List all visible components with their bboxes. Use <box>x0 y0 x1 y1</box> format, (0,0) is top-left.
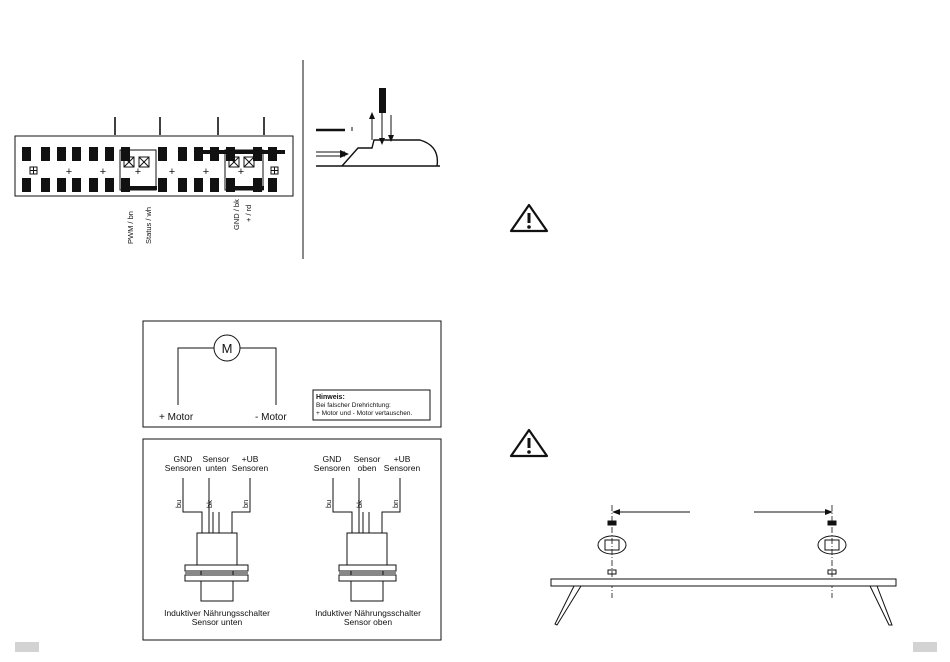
sensor-right: GND Sensoren Sensor oben +UB Sensoren bu… <box>314 454 421 627</box>
connector-insertion-diagram <box>316 88 440 167</box>
plus-sign: + <box>100 166 106 178</box>
gnd-label: GND <box>323 454 342 464</box>
ub-label: +UB <box>242 454 259 464</box>
plus-sign: + <box>238 166 244 178</box>
sensor-label: unten <box>205 463 227 473</box>
ub-label: Sensoren <box>384 463 421 473</box>
page-marker-left <box>15 642 39 652</box>
plus-sign: + <box>169 166 175 178</box>
label-status: Status / wh <box>144 207 153 244</box>
sensor-label: Sensor <box>354 454 381 464</box>
sensor-caption: Sensor unten <box>192 617 243 627</box>
wire-label-bu: bu <box>174 500 183 508</box>
wire-label-bn: bn <box>241 500 250 508</box>
warning-triangle-icon <box>509 203 549 233</box>
plus-motor-label: + Motor <box>159 412 194 423</box>
motor-symbol: M <box>222 341 233 356</box>
hint-title: Hinweis: <box>316 394 345 401</box>
sensor-label: Sensor <box>203 454 230 464</box>
hint-box <box>312 389 431 421</box>
terminal-block-diagram: + + + + + + PWM / bn Status / wh GND / b… <box>14 117 294 244</box>
hint-line-1: Bei falscher Drehrichtung: <box>316 402 391 409</box>
motor-wiring-box: M + Motor - Motor Hinweis: Bei falscher … <box>142 320 442 428</box>
plus-sign: + <box>66 166 72 178</box>
sensor-caption: Induktiver Nährungsschalter <box>164 608 270 618</box>
gnd-label: Sensoren <box>165 463 202 473</box>
wire-label-bk: bk <box>205 500 214 508</box>
label-gnd: GND / bk <box>232 199 241 230</box>
plus-sign: + <box>203 166 209 178</box>
wire-label-bn: bn <box>391 500 400 508</box>
warning-triangle-icon <box>509 428 549 458</box>
ub-label: +UB <box>394 454 411 464</box>
gnd-label: GND <box>174 454 193 464</box>
terminal-plus-signs: + + + + + + <box>66 166 244 178</box>
hint-line-2: + Motor und - Motor vertauschen. <box>316 410 412 417</box>
plus-sign: + <box>135 166 141 178</box>
sensor-label: oben <box>358 463 377 473</box>
minus-motor-label: - Motor <box>255 412 287 423</box>
page-marker-right <box>913 642 937 652</box>
sensor-left: GND Sensoren Sensor unten +UB Sensoren b… <box>164 454 270 627</box>
ub-label: Sensoren <box>232 463 269 473</box>
wire-label-bk: bk <box>355 500 364 508</box>
label-plus: + / rd <box>244 205 253 222</box>
sensor-wiring-box: GND Sensoren Sensor unten +UB Sensoren b… <box>142 438 442 641</box>
wire-label-bu: bu <box>324 500 333 508</box>
sensor-caption: Sensor oben <box>344 617 392 627</box>
sensor-caption: Induktiver Nährungsschalter <box>315 608 421 618</box>
label-pwm: PWM / bn <box>126 211 135 244</box>
table-sensor-distance-diagram <box>550 505 897 626</box>
gnd-label: Sensoren <box>314 463 351 473</box>
